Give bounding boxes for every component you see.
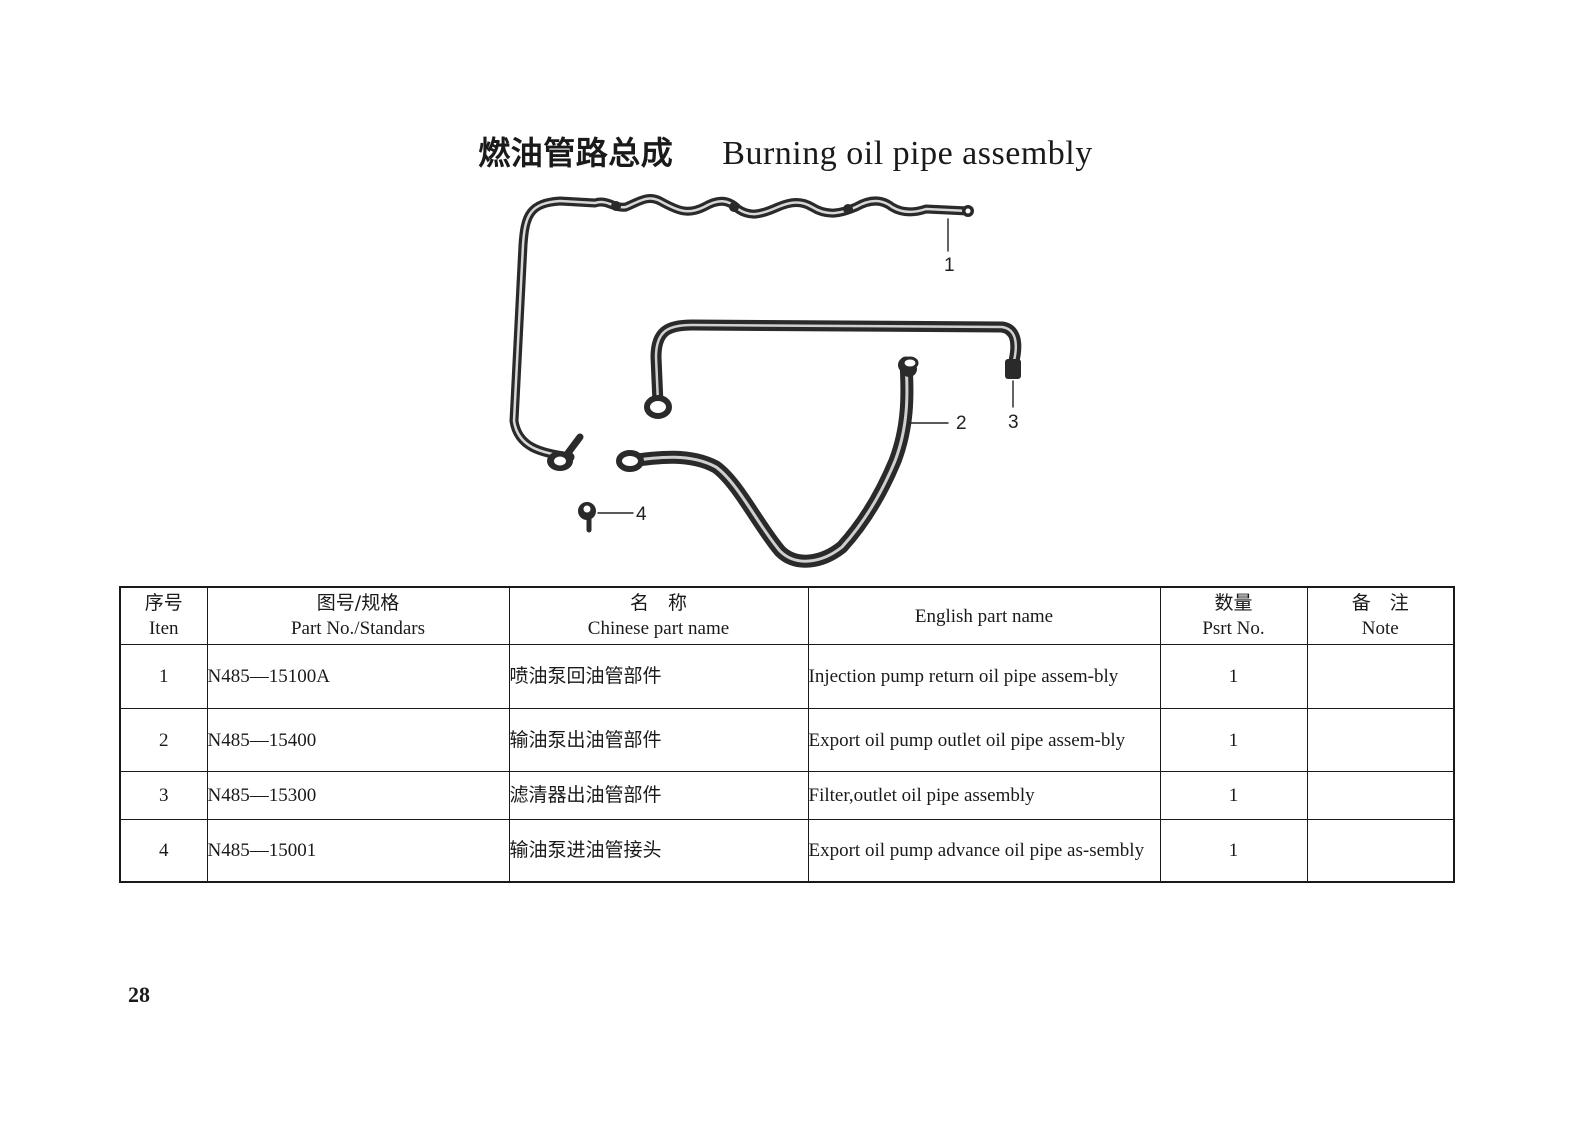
table-row: 3 N485—15300 滤清器出油管部件 Filter,outlet oil … [119, 771, 1455, 820]
cell-part-no: N485—15300 [206, 771, 510, 820]
cell-quantity: 1 [1159, 819, 1308, 883]
cell-note [1306, 708, 1455, 772]
fitting-4-illustration [578, 502, 596, 533]
cell-part-no: N485—15100A [206, 644, 510, 709]
cell-chinese-name: 喷油泵回油管部件 [508, 644, 809, 709]
header-chinese-name: 名 称 Chinese part name [508, 586, 809, 645]
cell-note [1306, 771, 1455, 820]
cell-chinese-name: 输油泵进油管接头 [508, 819, 809, 883]
cell-quantity: 1 [1159, 644, 1308, 709]
callout-2: 2 [956, 413, 967, 434]
page-title: 燃油管路总成 Burning oil pipe assembly [0, 128, 1571, 174]
header-part-no: 图号/规格 Part No./Standars [206, 586, 510, 645]
leader-lines [597, 218, 1014, 514]
header-english-name: English part name [807, 586, 1161, 645]
cell-quantity: 1 [1159, 708, 1308, 772]
table-row: 2 N485—15400 输油泵出油管部件 Export oil pump ou… [119, 708, 1455, 772]
cell-chinese-name: 滤清器出油管部件 [508, 771, 809, 820]
cell-chinese-name: 输油泵出油管部件 [508, 708, 809, 772]
pipe-1-illustration [509, 194, 974, 471]
table-row: 4 N485—15001 输油泵进油管接头 Export oil pump ad… [119, 819, 1455, 883]
cell-english-name: Filter,outlet oil pipe assembly [807, 771, 1161, 820]
pipe-2-illustration [616, 356, 919, 568]
cell-note [1306, 644, 1455, 709]
cell-item: 2 [119, 708, 208, 772]
cell-item: 4 [119, 819, 208, 883]
cell-item: 1 [119, 644, 208, 709]
cell-part-no: N485—15001 [206, 819, 510, 883]
cell-item: 3 [119, 771, 208, 820]
cell-english-name: Export oil pump outlet oil pipe assem-bl… [807, 708, 1161, 772]
table-row: 1 N485—15100A 喷油泵回油管部件 Injection pump re… [119, 644, 1455, 709]
callout-3: 3 [1008, 412, 1019, 433]
table-header-row: 序号 Iten 图号/规格 Part No./Standars 名 称 Chin… [119, 586, 1455, 645]
cell-english-name: Injection pump return oil pipe assem-bly [807, 644, 1161, 709]
header-item: 序号 Iten [119, 586, 208, 645]
cell-note [1306, 819, 1455, 883]
cell-english-name: Export oil pump advance oil pipe as-semb… [807, 819, 1161, 883]
cell-part-no: N485—15400 [206, 708, 510, 772]
header-quantity: 数量 Psrt No. [1159, 586, 1308, 645]
pipe-3-illustration [644, 319, 1022, 419]
callout-1: 1 [944, 255, 955, 276]
pipe-assembly-diagram: 1 2 3 4 [509, 194, 1022, 568]
title-english: Burning oil pipe assembly [722, 135, 1093, 172]
parts-table: 序号 Iten 图号/规格 Part No./Standars 名 称 Chin… [119, 586, 1455, 883]
title-chinese: 燃油管路总成 [478, 134, 674, 172]
page-number: 28 [128, 982, 150, 1007]
callout-4: 4 [636, 504, 647, 525]
header-note: 备 注 Note [1306, 586, 1455, 645]
cell-quantity: 1 [1159, 771, 1308, 820]
